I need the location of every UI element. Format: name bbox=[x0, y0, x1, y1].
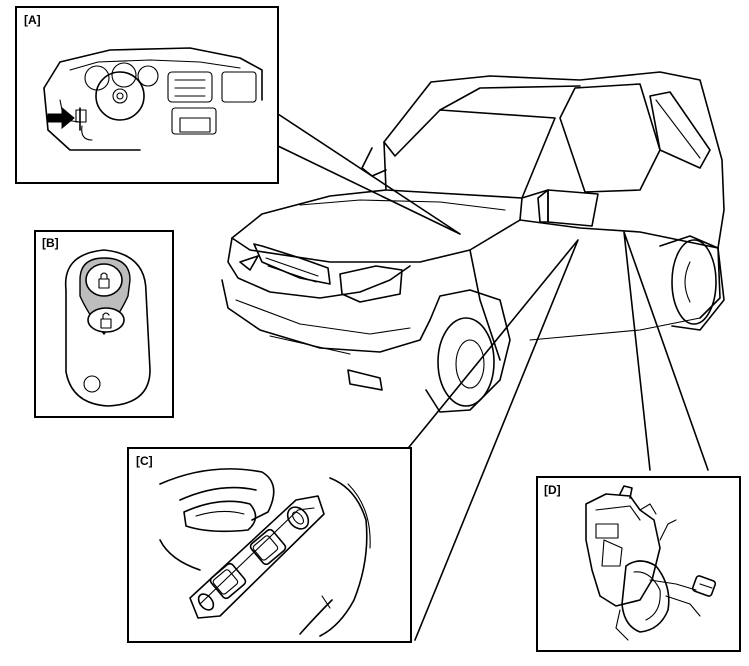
door-lock-actuator bbox=[585, 485, 717, 641]
callout-leader-lines bbox=[277, 113, 709, 641]
lock-icon bbox=[98, 272, 110, 289]
panel-c-label: [C] bbox=[136, 454, 153, 468]
arrow-icon bbox=[47, 106, 75, 130]
panel-d: [D] bbox=[536, 476, 741, 652]
panel-b: [B] bbox=[34, 230, 174, 418]
power-window-switch-panel bbox=[189, 495, 325, 619]
panel-a-label: [A] bbox=[24, 13, 41, 27]
panel-d-label: [D] bbox=[544, 483, 561, 497]
door-trim-drawing bbox=[159, 468, 371, 637]
panel-c: [C] bbox=[127, 447, 412, 643]
panel-a: [A] bbox=[15, 6, 279, 184]
unlock-icon bbox=[100, 312, 112, 329]
remote-key-fob bbox=[64, 249, 151, 407]
vehicle-drawing bbox=[221, 71, 725, 413]
panel-b-label: [B] bbox=[42, 236, 59, 250]
